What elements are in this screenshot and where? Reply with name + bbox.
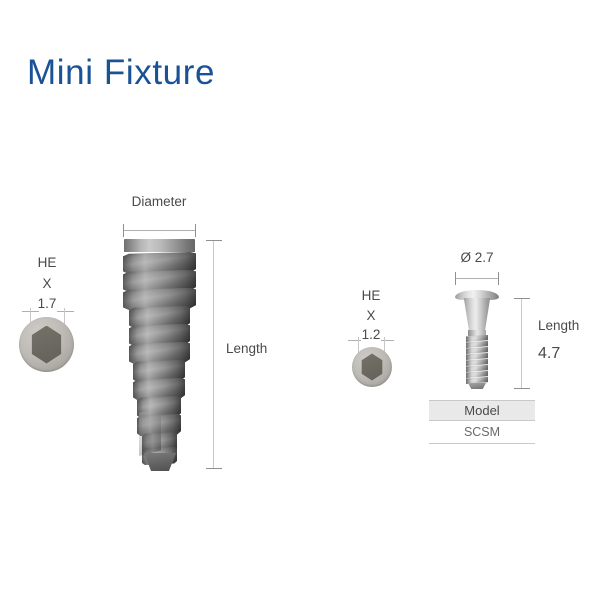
screw-neck bbox=[463, 298, 491, 332]
abutment-length-value: 4.7 bbox=[538, 345, 561, 362]
fixture-hex-label-he: HE bbox=[37, 255, 57, 270]
fixture-length-tick-bottom bbox=[206, 468, 222, 469]
fixture-diameter-dim-line bbox=[123, 230, 196, 231]
abutment-length-label: Length bbox=[538, 318, 580, 333]
abutment-hex-label-he: HE bbox=[361, 288, 381, 303]
hex-inner-shape bbox=[31, 325, 62, 364]
abutment-hex-dim-line-left bbox=[348, 340, 361, 341]
fixture-apex bbox=[144, 453, 176, 471]
screw-tip bbox=[468, 383, 486, 389]
abutment-hex-value: 1.2 bbox=[361, 327, 381, 342]
fixture-diameter-tick-right bbox=[195, 224, 196, 237]
fixture-length-dim-line bbox=[213, 240, 214, 468]
abutment-diameter-dim-line bbox=[455, 278, 499, 279]
screw-shaft bbox=[466, 335, 488, 389]
fixture-length-label: Length bbox=[226, 341, 268, 356]
fixture-hex-dim-line-right bbox=[57, 311, 74, 312]
fixture-diameter-label: Diameter bbox=[131, 194, 187, 209]
abutment-diameter-label: Ø 2.7 bbox=[460, 250, 494, 265]
dental-implant-fixture-icon bbox=[123, 239, 196, 471]
abutment-length-tick-top bbox=[514, 298, 530, 299]
fixture-cutting-flute bbox=[139, 410, 161, 456]
model-table-row: SCSM bbox=[429, 421, 535, 444]
abutment-diameter-tick-right bbox=[498, 272, 499, 285]
abutment-hex-dim-line-right bbox=[381, 340, 394, 341]
abutment-hex-label-x: X bbox=[366, 308, 376, 323]
fixture-hex-label-x: X bbox=[42, 276, 52, 291]
model-table: Model SCSM bbox=[429, 400, 535, 444]
page-title: Mini Fixture bbox=[27, 53, 216, 92]
hex-connection-icon-abutment bbox=[352, 347, 392, 387]
screw-waist bbox=[468, 330, 486, 336]
hex-inner-shape bbox=[361, 353, 383, 381]
model-table-header: Model bbox=[429, 400, 535, 421]
screw-head bbox=[455, 290, 499, 300]
abutment-length-dim-line bbox=[521, 298, 522, 388]
fixture-hex-value: 1.7 bbox=[37, 296, 57, 311]
fixture-threaded-body bbox=[123, 250, 196, 471]
fixture-diameter-tick-left bbox=[123, 224, 124, 237]
fixture-length-tick-top bbox=[206, 240, 222, 241]
abutment-diameter-tick-left bbox=[455, 272, 456, 285]
abutment-length-tick-bottom bbox=[514, 388, 530, 389]
fixture-collar bbox=[124, 239, 195, 252]
hex-connection-icon-fixture bbox=[19, 317, 74, 372]
abutment-screw-icon bbox=[455, 290, 499, 389]
